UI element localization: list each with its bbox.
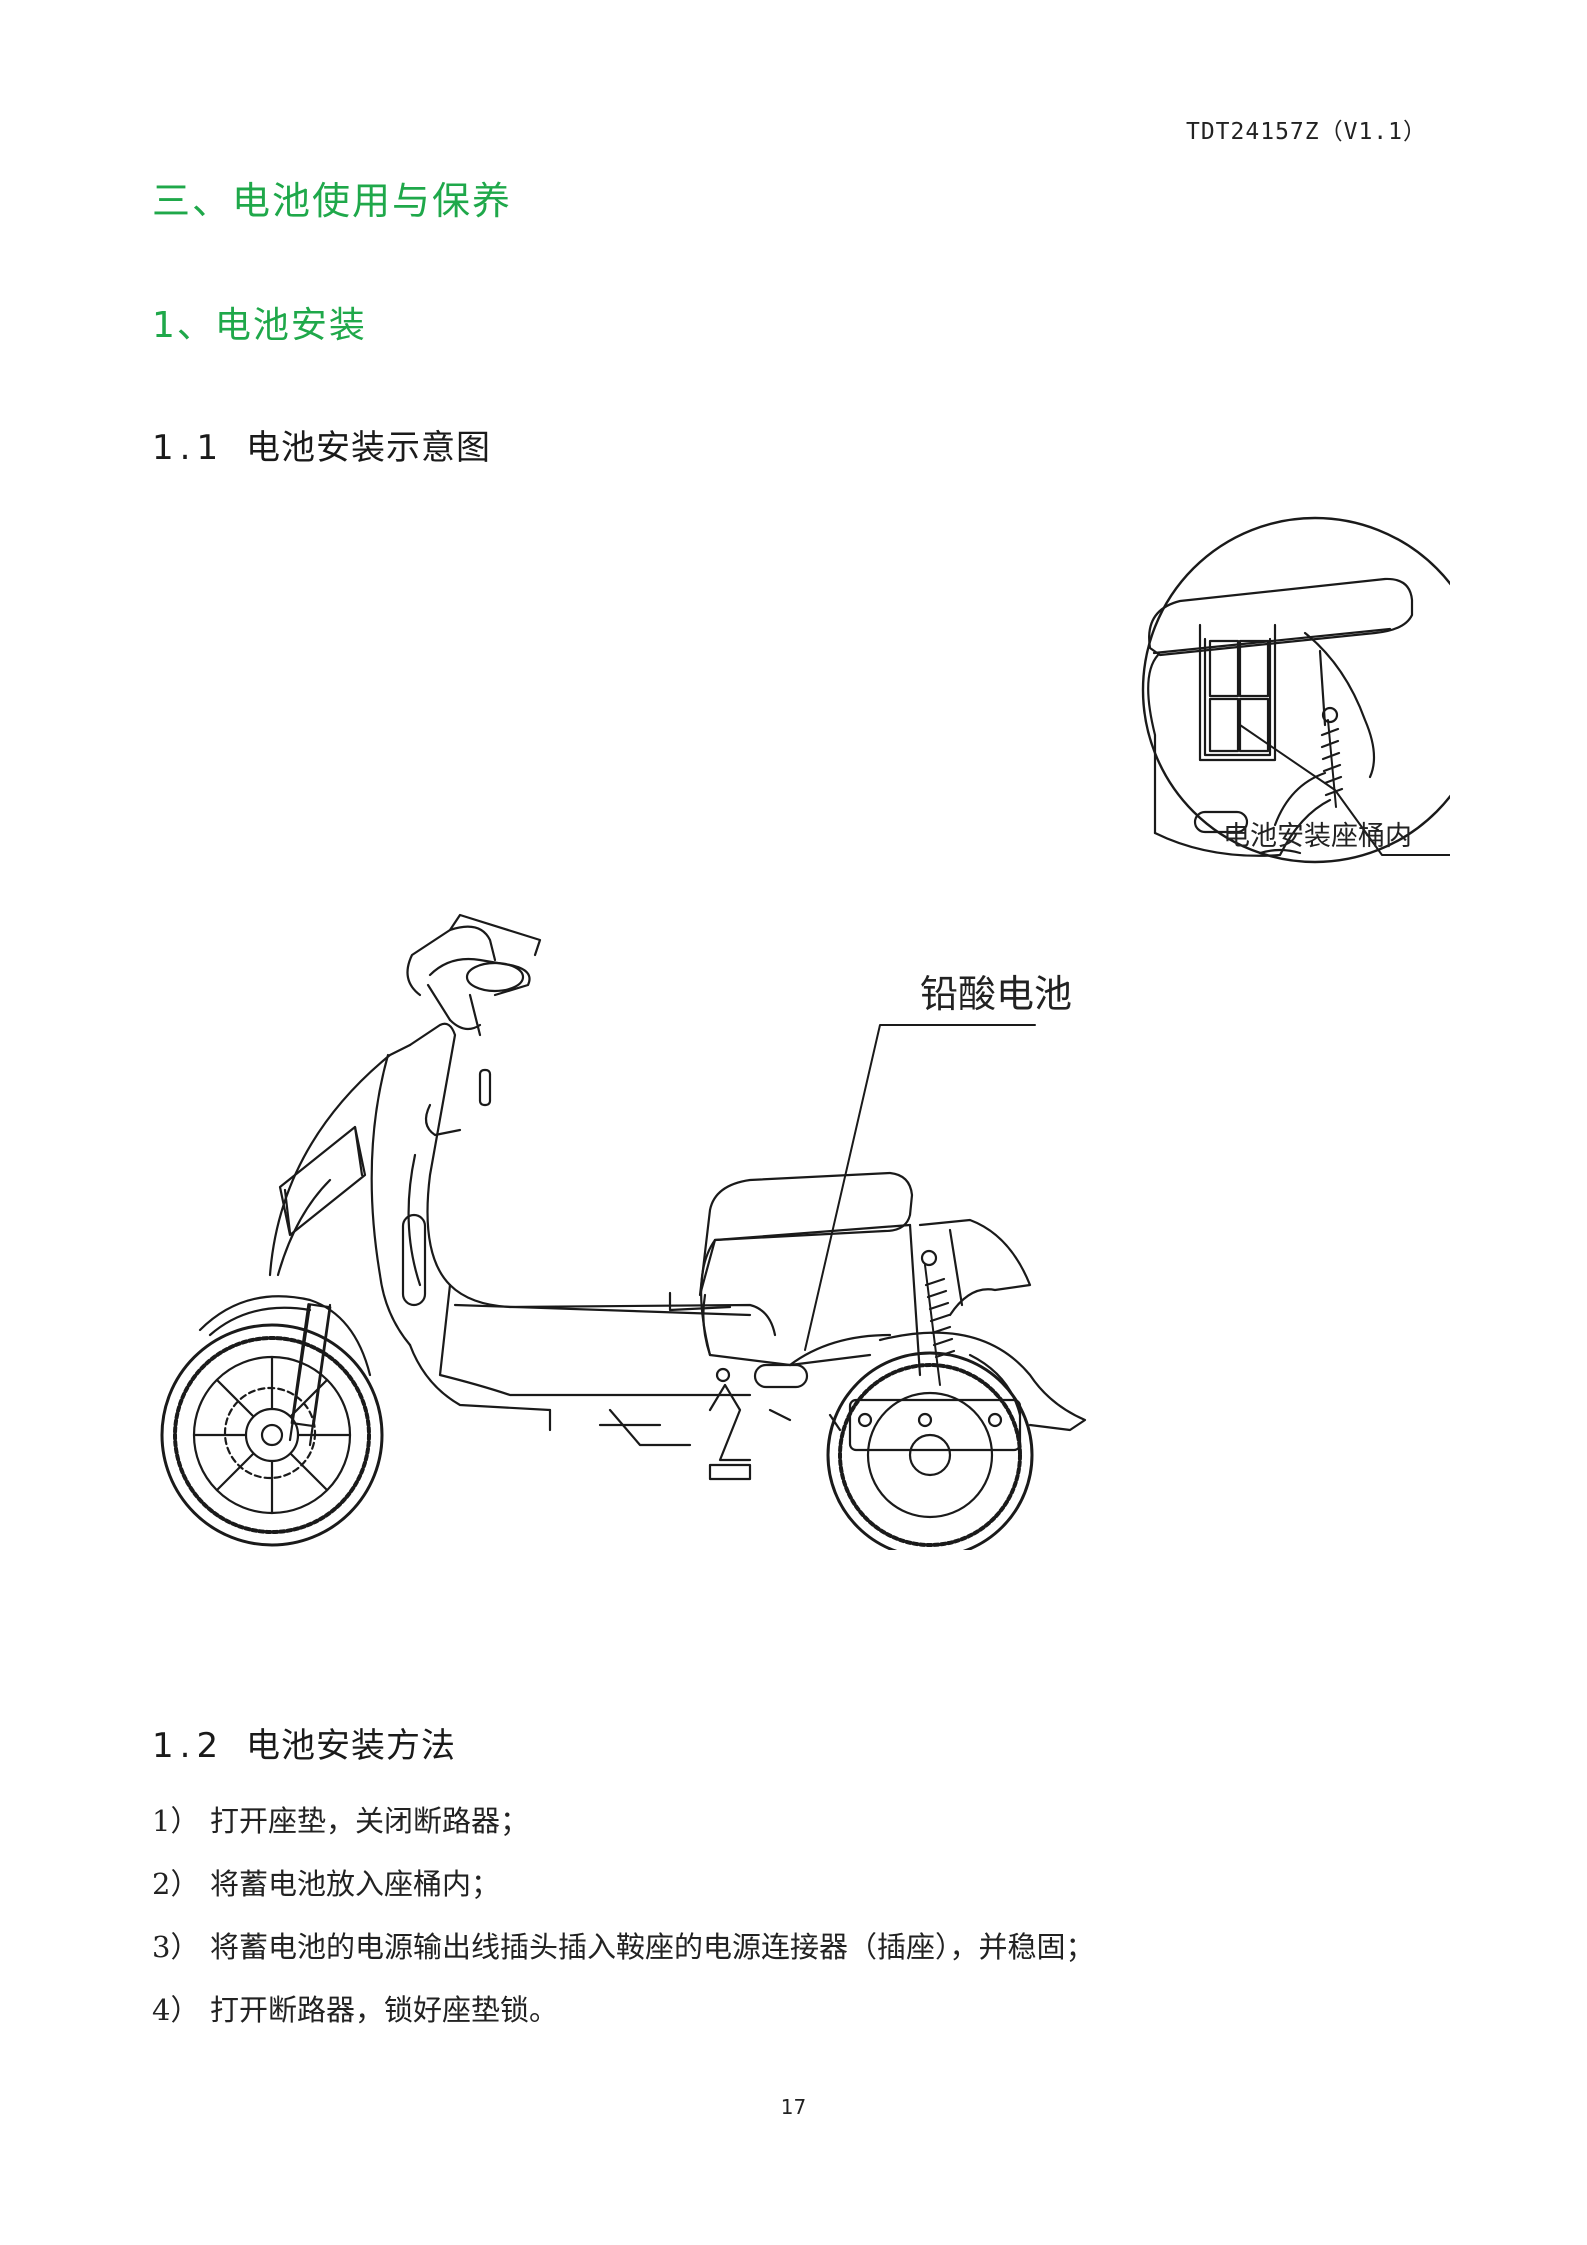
method-heading: 1.2 电池安装方法 [152,1718,456,1767]
subsection-title: 1、电池安装 [152,305,367,346]
section-title: 三、电池使用与保养 [152,179,513,223]
callout-lead-acid-battery: 铅酸电池 [920,972,1072,1016]
list-item: 1） 打开座垫，关闭断路器； [152,1790,1095,1853]
step-text: 将蓄电池放入座桶内； [210,1867,501,1901]
diagram-heading-text: 电池安装示意图 [246,428,491,468]
diagram-heading-number: 1.1 [152,428,225,468]
battery-installation-diagram: 电池安装座桶内 铅酸电池 [160,516,1450,1550]
step-text: 打开断路器，锁好座垫锁。 [210,1993,559,2027]
method-heading-number: 1.2 [152,1726,225,1766]
step-number: 4） [152,1993,200,2027]
step-number: 1） [152,1804,200,1838]
detail-magnifier [1141,516,1450,864]
diagram-heading: 1.1 电池安装示意图 [152,420,491,469]
scooter-drawing [160,913,1087,1550]
step-number: 3） [152,1930,200,1964]
list-item: 2） 将蓄电池放入座桶内； [152,1853,1095,1916]
step-text: 将蓄电池的电源输出线插头插入鞍座的电源连接器（插座），并稳固； [210,1930,1095,1964]
method-heading-text: 电池安装方法 [246,1726,456,1766]
callout-seat-bucket: 电池安装座桶内 [1223,821,1412,852]
list-item: 4） 打开断路器，锁好座垫锁。 [152,1979,1095,2042]
installation-steps: 1） 打开座垫，关闭断路器； 2） 将蓄电池放入座桶内； 3） 将蓄电池的电源输出线插… [152,1790,1095,2042]
step-number: 2） [152,1867,200,1901]
page-number: 17 [780,2095,807,2119]
list-item: 3） 将蓄电池的电源输出线插头插入鞍座的电源连接器（插座），并稳固； [152,1916,1095,1979]
step-text: 打开座垫，关闭断路器； [210,1804,530,1838]
document-code: TDT24157Z（V1.1） [1185,119,1427,145]
